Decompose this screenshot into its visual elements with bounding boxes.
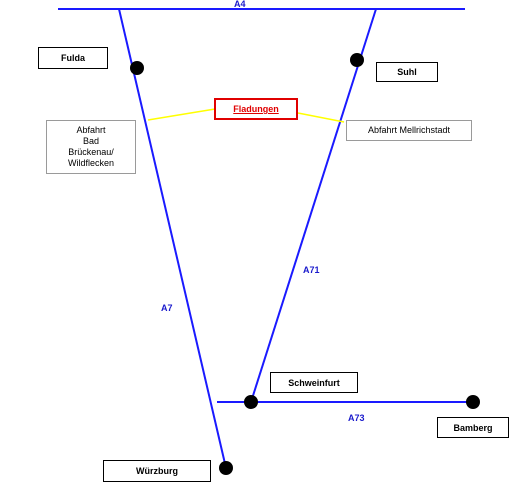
road-label-a7: A7 [161, 303, 173, 313]
city-label-bamberg: Bamberg [437, 417, 509, 438]
a7-road [118, 8, 227, 469]
destination-label-fladungen: Fladungen [214, 98, 298, 120]
exit-line-3: Brückenau/ [68, 147, 114, 157]
road-label-a73: A73 [348, 413, 365, 423]
exit-label-mellrichstadt: Abfahrt Mellrichstadt [346, 120, 472, 141]
exit-line-4: Wildflecken [67, 158, 114, 168]
connector-mellrichstadt [297, 112, 345, 123]
road-label-a4: A4 [234, 0, 246, 9]
junction-wuerzburg [219, 461, 233, 475]
junction-bamberg [466, 395, 480, 409]
exit-line-2: Bad [82, 136, 99, 146]
junction-fulda [130, 61, 144, 75]
city-label-schweinfurt: Schweinfurt [270, 372, 358, 393]
city-label-wuerzburg: Würzburg [103, 460, 211, 482]
junction-schweinfurt [244, 395, 258, 409]
exit-label-bad-brueckenau: Abfahrt Bad Brückenau/ Wildflecken [46, 120, 136, 174]
exit-line-1: Abfahrt [76, 125, 106, 135]
a71-road [250, 8, 377, 403]
road-label-a71: A71 [303, 265, 320, 275]
junction-suhl [350, 53, 364, 67]
city-label-fulda: Fulda [38, 47, 108, 69]
city-label-suhl: Suhl [376, 62, 438, 82]
connector-bad-brueckenau [147, 108, 216, 121]
